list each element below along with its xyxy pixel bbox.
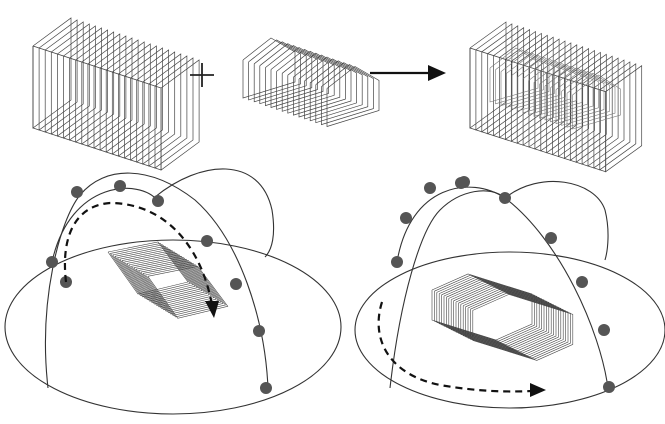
sample-point [400,212,412,224]
volume-slice [106,42,144,152]
sample-point [576,276,588,288]
sample-point [201,235,213,247]
volume-slice [249,40,301,100]
volume-slice [305,59,357,119]
volume-slice [327,67,379,127]
volume-slice [293,55,345,115]
volume-slice [310,61,362,121]
right-arrow-icon [370,65,446,81]
volume-slice [260,44,312,104]
volume-slice [45,22,83,132]
volume-slice [64,28,102,138]
volume-slice [94,38,132,148]
volume-slice [51,24,89,134]
volume-slice [100,40,138,150]
volume-slice [277,49,329,109]
volume-slice [321,65,373,125]
volume-slice [118,46,156,156]
sample-point [545,232,557,244]
volume-slice [490,48,538,102]
volume-slice [243,38,295,98]
sample-point [499,192,511,204]
side-arc-right [505,181,608,260]
sample-point [71,186,83,198]
volume-slice [282,51,334,111]
volume-slice [131,50,169,160]
sample-points-left [46,180,272,394]
hemisphere-left [5,169,341,414]
sample-point [46,256,58,268]
volume-stack-house [243,38,379,127]
arrowhead-icon [530,383,546,397]
sample-point [598,324,610,336]
sample-point [260,382,272,394]
volume-slice [137,52,175,162]
sample-point [230,278,242,290]
volume-slice [57,26,95,136]
volume-slice [125,48,163,158]
plus-icon [190,63,214,87]
volume-slice [254,42,306,102]
volume-slice [70,30,108,140]
volume-slice [271,48,323,108]
hemisphere-right [355,176,665,408]
volume-slice [33,18,71,128]
sample-point [391,256,403,268]
volume-stack-box [33,18,199,170]
volume-slice [288,53,340,113]
volume-slice [155,58,193,168]
sample-point [424,182,436,194]
sample-point [152,195,164,207]
side-arc-left [155,169,274,257]
volume-slice [316,63,368,123]
sample-points-right [391,176,615,393]
volume-slice [76,32,114,142]
volume-slice [39,20,77,130]
top-arc-right [397,187,505,262]
sample-point [253,325,265,337]
volume-stack-rotated-right [432,274,573,360]
volume-slice [265,46,317,106]
sample-point [114,180,126,192]
volume-stack-merged [470,22,642,172]
volume-slice [149,56,187,166]
base-ellipse-right [355,252,665,408]
volume-slice [299,57,351,117]
volume-slice [82,34,120,144]
volume-slice [161,60,199,170]
sample-point [603,381,615,393]
volume-slice [143,54,181,164]
volume-slice [112,44,150,154]
volume-slice [88,36,126,146]
sample-point [455,177,467,189]
